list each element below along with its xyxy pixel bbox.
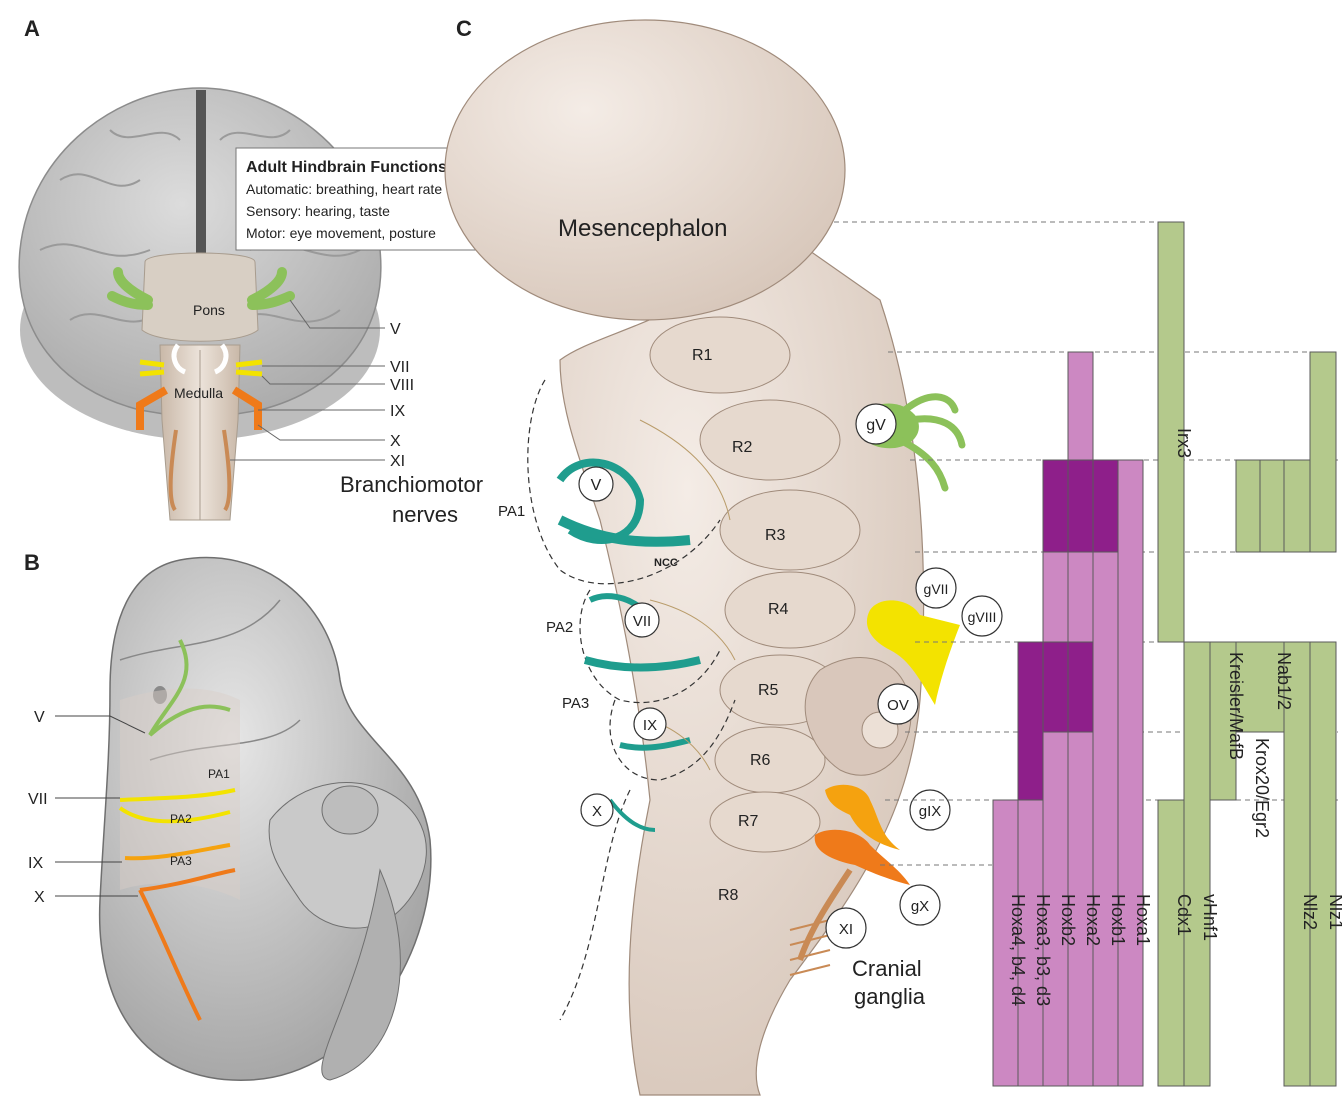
badge-X-label: X (592, 803, 602, 820)
info-box-title: Adult Hindbrain Functions: (246, 159, 452, 176)
badge-VII-label: VII (633, 613, 651, 630)
gene-label-vhnf1: vHnf1 (1200, 894, 1220, 941)
badge-gX-label: gX (911, 898, 929, 915)
bar-hoxb2-light-mid (1043, 552, 1068, 642)
medulla-label: Medulla (174, 385, 223, 401)
gene-label-irx3: Irx3 (1174, 428, 1194, 458)
nerve-label-V-b: V (34, 709, 45, 726)
hindbrain-illustration (445, 20, 962, 1095)
rhombomere-R6: R6 (750, 752, 771, 769)
gene-label-hoxb2: Hoxb2 (1058, 894, 1078, 946)
bar-hoxa2-light-upper (1068, 352, 1093, 460)
gene-label-hoxa3: Hoxa3, b3, d3 (1033, 894, 1053, 1006)
nerve-label-X-a: X (390, 433, 401, 450)
gene-label-kreisler: Kreisler/MafB (1226, 652, 1246, 760)
bar-krox20-upper (1236, 460, 1260, 552)
gene-label-hoxb1: Hoxb1 (1108, 894, 1128, 946)
pons-label: Pons (193, 302, 225, 318)
bar-hoxa2-dark-upper (1068, 460, 1093, 552)
rhombomere-R5: R5 (758, 682, 779, 699)
badge-V-label: V (591, 477, 602, 494)
bar-hoxa3-dark (1018, 642, 1043, 800)
nerve-label-VII-b: VII (28, 791, 48, 808)
nerve-label-V-a: V (390, 321, 401, 338)
badge-gVII-label: gVII (924, 581, 949, 597)
bar-hoxa1 (1118, 460, 1143, 1086)
gene-label-nab: Nab1/2 (1274, 652, 1294, 710)
arch-label-PA3-b: PA3 (170, 854, 192, 868)
arch-label-PA3-c: PA3 (562, 695, 589, 712)
bar-hoxa2-dark-lower (1068, 642, 1093, 732)
rhombomere-R7: R7 (738, 813, 759, 830)
branchiomotor-caption-2: nerves (392, 502, 458, 527)
ncc-label: NCC (654, 557, 678, 569)
gene-label-hoxa4: Hoxa4, b4, d4 (1008, 894, 1028, 1006)
tf-expression-bars (1158, 222, 1336, 1086)
bar-hoxb1-dark (1093, 460, 1118, 552)
bar-hoxb2-dark-upper (1043, 460, 1068, 552)
panel-label-b: B (24, 550, 40, 575)
arch-label-PA2-b: PA2 (170, 812, 192, 826)
arch-label-PA1-c: PA1 (498, 503, 525, 520)
gene-label-cdx1: Cdx1 (1174, 894, 1194, 936)
rhombomere-R2: R2 (732, 439, 753, 456)
bar-cdx1 (1158, 800, 1184, 1086)
panel-label-a: A (24, 16, 40, 41)
cranial-ganglia-caption-2: ganglia (854, 984, 926, 1009)
bar-hoxa2-light-mid (1068, 552, 1093, 642)
nerve-label-VII-a: VII (390, 359, 410, 376)
nerve-label-IX-b: IX (28, 855, 43, 872)
bar-nlz1-upper (1310, 352, 1336, 552)
nerve-label-X-b: X (34, 889, 45, 906)
badge-gVIII-label: gVIII (968, 609, 997, 625)
branchiomotor-caption-1: Branchiomotor (340, 472, 483, 497)
bar-nab-upper (1260, 460, 1284, 552)
badge-gV-label: gV (866, 417, 886, 434)
cranial-ganglia-caption-1: Cranial (852, 956, 922, 981)
gene-label-hoxa2: Hoxa2 (1083, 894, 1103, 946)
rhombomere-R8: R8 (718, 887, 739, 904)
embryo-illustration (100, 558, 431, 1081)
arch-label-PA2-c: PA2 (546, 619, 573, 636)
gene-label-hoxa1: Hoxa1 (1133, 894, 1153, 946)
panel-label-c: C (456, 16, 472, 41)
gene-label-nlz1: Nlz1 (1326, 894, 1342, 930)
bar-nlz2-upper (1284, 460, 1310, 552)
badge-XI-label: XI (839, 921, 853, 938)
badge-gIX-label: gIX (919, 803, 942, 820)
bar-vhnf1 (1184, 642, 1210, 1086)
bar-hoxb2-dark-lower (1043, 642, 1068, 732)
mesencephalon-label: Mesencephalon (558, 215, 727, 242)
arch-label-PA1-b: PA1 (208, 767, 230, 781)
badge-IX-label: IX (643, 717, 657, 734)
gene-label-nlz2: Nlz2 (1300, 894, 1320, 930)
rhombomere-R3: R3 (765, 527, 786, 544)
nerve-label-XI-a: XI (390, 453, 405, 470)
badge-OV-label: OV (887, 697, 909, 714)
info-line-3: Motor: eye movement, posture (246, 225, 436, 241)
nerve-label-VIII-a: VIII (390, 377, 414, 394)
bar-hoxb1-light (1093, 552, 1118, 1086)
bar-nlz1 (1310, 642, 1336, 1086)
nerve-label-IX-a: IX (390, 403, 405, 420)
info-line-2: Sensory: hearing, taste (246, 203, 390, 219)
rhombomere-R4: R4 (768, 601, 789, 618)
rhombomere-R1: R1 (692, 347, 713, 364)
gene-label-krox20: Krox20/Egr2 (1252, 738, 1272, 838)
info-line-1: Automatic: breathing, heart rate (246, 181, 442, 197)
